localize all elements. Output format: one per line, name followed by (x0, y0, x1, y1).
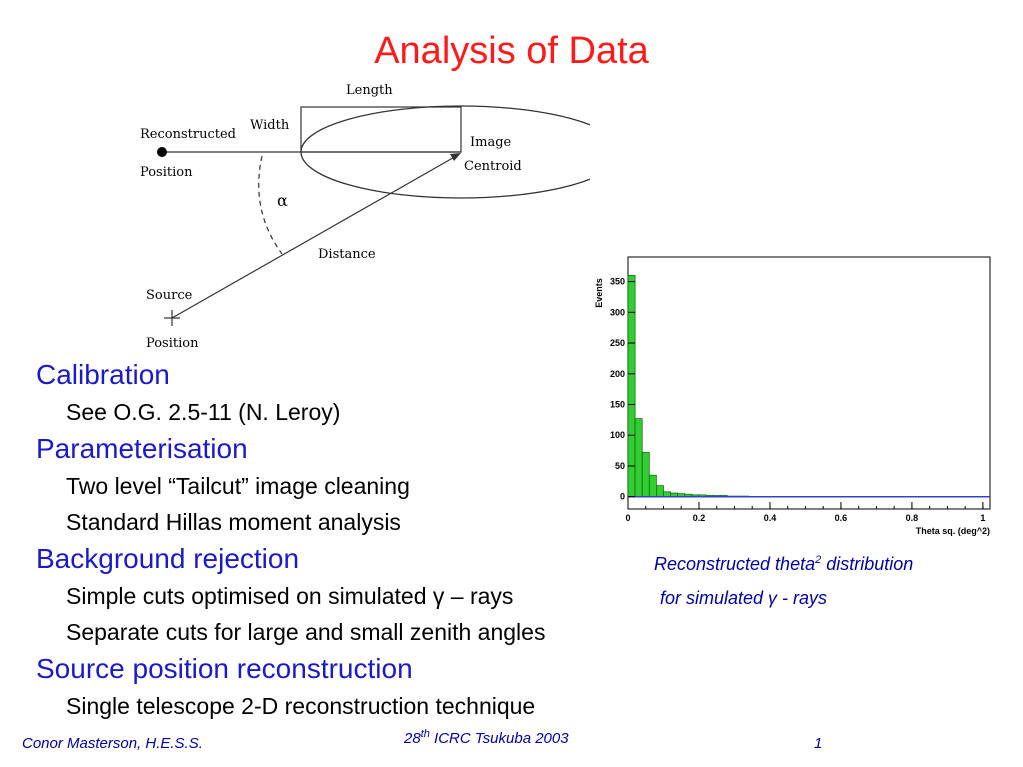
length-width-box (300, 106, 462, 153)
histogram-bar (656, 485, 664, 498)
bullet-subitem: Single telescope 2-D reconstruction tech… (66, 693, 536, 719)
histogram-bar (648, 474, 657, 498)
hillas-parameters-diagram: Length Width Reconstructed Position Imag… (140, 83, 590, 351)
y-tick-label: 350 (610, 277, 625, 287)
bullet-subitem: Separate cuts for large and small zenith… (66, 619, 546, 645)
x-axis-label: Theta sq. (deg^2) (916, 526, 990, 536)
bullet-subitem: See O.G. 2.5-11 (N. Leroy) (66, 399, 341, 425)
bullet-heading: Background rejection (36, 543, 300, 574)
y-axis-label: Events (594, 278, 604, 308)
x-tick-label: 0 (625, 513, 630, 523)
plot-frame (627, 256, 991, 510)
y-tick-label: 300 (610, 307, 625, 317)
histogram-bar (641, 452, 650, 498)
image-label: Image (470, 135, 512, 150)
histogram-bar (634, 418, 643, 498)
y-tick-label: 250 (610, 338, 625, 348)
x-tick-label: 1 (980, 513, 985, 523)
histogram-caption-line2: for simulated γ - rays (660, 588, 828, 608)
x-tick-label: 0.4 (764, 513, 777, 523)
bullet-heading: Calibration (36, 359, 170, 390)
y-tick-label: 200 (610, 369, 625, 379)
x-tick-label: 0.2 (693, 513, 706, 523)
width-label: Width (250, 118, 290, 133)
reconstructed-label: Reconstructed (140, 127, 236, 142)
slide-title: Analysis of Data (374, 30, 649, 72)
footer-author: Conor Masterson, H.E.S.S. (22, 735, 203, 752)
y-tick-label: 150 (610, 400, 625, 410)
footer-page-number: 1 (814, 735, 823, 752)
alpha-arc (258, 155, 283, 255)
distance-arrowhead (450, 153, 461, 161)
distance-label: Distance (318, 247, 376, 262)
bullet-heading: Parameterisation (36, 433, 248, 464)
reconstructed-position-dot (157, 147, 167, 157)
length-label: Length (346, 83, 393, 98)
y-tick-label: 50 (615, 461, 625, 471)
x-tick-label: 0.8 (906, 513, 919, 523)
bullet-subitem: Simple cuts optimised on simulated γ – r… (66, 583, 514, 609)
y-tick-label: 0 (620, 492, 625, 502)
theta-squared-histogram: 0 50 100 150 200 250 300 350 0 0.2 0.4 0.6 0.8 1Theta… (594, 256, 991, 536)
histogram-bar (627, 275, 636, 498)
footer-conference: 28th ICRC Tsukuba 2003 (404, 728, 569, 747)
histogram-caption-line1: Reconstructed theta2 distribution (654, 554, 914, 574)
x-tick-label: 0.6 (835, 513, 848, 523)
bullet-subitem: Two level “Tailcut” image cleaning (66, 473, 410, 499)
distance-line (171, 154, 459, 319)
bullet-subitem: Standard Hillas moment analysis (66, 509, 401, 535)
centroid-label: Centroid (464, 159, 522, 174)
position-label-top: Position (140, 165, 193, 180)
source-label: Source (146, 288, 193, 303)
alpha-label: α (277, 191, 288, 210)
y-tick-label: 100 (610, 430, 625, 440)
position-label-bottom: Position (146, 336, 199, 351)
bullet-heading: Source position reconstruction (36, 653, 413, 684)
